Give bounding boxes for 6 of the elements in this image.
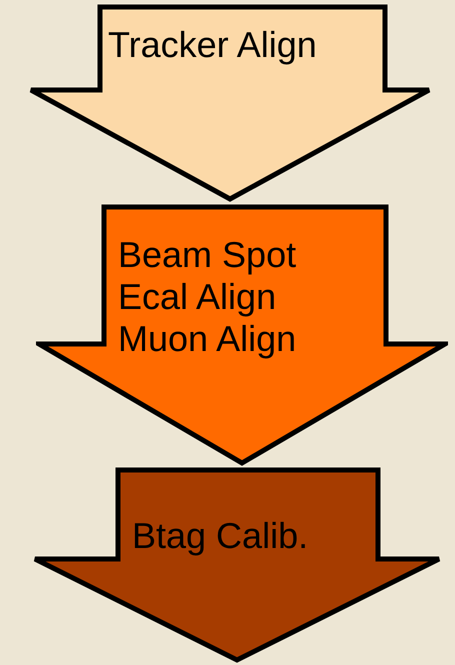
step-label: Tracker Align xyxy=(108,24,317,66)
down-arrow-shape xyxy=(28,4,432,202)
down-arrow-shape xyxy=(36,204,448,466)
step-label: Btag Calib. xyxy=(132,515,308,557)
down-arrow-shape xyxy=(32,467,442,663)
step-label: Beam Spot Ecal Align Muon Align xyxy=(118,234,296,360)
